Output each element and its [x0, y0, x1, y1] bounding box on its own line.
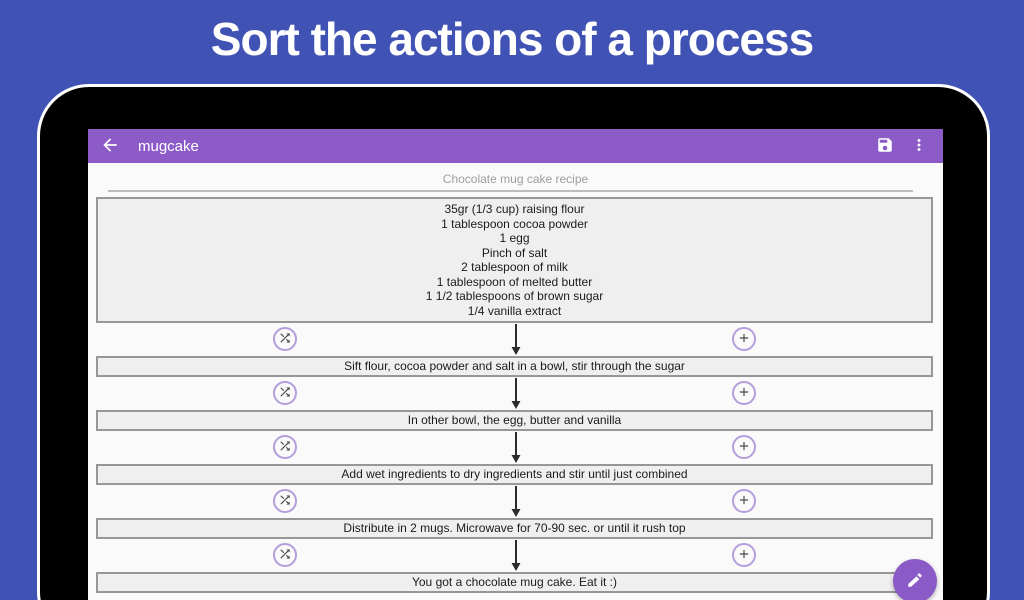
shuffle-icon	[278, 547, 292, 564]
arrow-down-icon	[509, 485, 523, 518]
save-button[interactable]	[873, 134, 897, 158]
ingredient-line: 1 tablespoon of melted butter	[436, 274, 593, 289]
ingredient-line: 35gr (1/3 cup) raising flour	[444, 202, 585, 216]
swap-steps-button[interactable]	[273, 435, 297, 459]
plus-icon	[737, 547, 751, 564]
page-title: Sort the actions of a process	[210, 13, 814, 65]
step-controls-row	[88, 431, 943, 464]
ingredient-line: 1 egg	[499, 231, 530, 245]
arrow-down-icon	[509, 323, 523, 356]
swap-steps-button[interactable]	[273, 327, 297, 351]
add-step-button[interactable]	[732, 543, 756, 567]
overflow-menu-button[interactable]	[907, 134, 931, 158]
shuffle-icon	[278, 493, 292, 510]
swap-steps-button[interactable]	[273, 489, 297, 513]
step-controls-row	[88, 485, 943, 518]
add-step-button[interactable]	[732, 381, 756, 405]
step-node[interactable]: Distribute in 2 mugs. Microwave for 70-9…	[96, 518, 933, 539]
ingredient-line: 1 1/2 tablespoons of brown sugar	[425, 289, 604, 303]
add-step-button[interactable]	[732, 327, 756, 351]
heading-divider	[108, 190, 913, 192]
plus-icon	[737, 331, 751, 348]
overflow-menu-icon	[910, 136, 928, 157]
step-node[interactable]: Add wet ingredients to dry ingredients a…	[96, 464, 933, 485]
edit-fab-button[interactable]	[893, 559, 937, 600]
ingredient-line: 1/4 vanilla extract	[467, 303, 562, 318]
process-flow: Sift flour, cocoa powder and salt in a b…	[88, 323, 943, 593]
arrow-down-icon	[509, 377, 523, 410]
shuffle-icon	[278, 331, 292, 348]
step-node[interactable]: Sift flour, cocoa powder and salt in a b…	[96, 356, 933, 377]
ingredient-line: 1 tablespoon cocoa powder	[441, 216, 588, 231]
arrow-down-icon	[509, 539, 523, 572]
app-screen: mugcake Chocolate mug cake recipe 35gr (…	[88, 129, 943, 600]
swap-steps-button[interactable]	[273, 543, 297, 567]
app-bar-title: mugcake	[138, 137, 199, 155]
step-node[interactable]: In other bowl, the egg, butter and vanil…	[96, 410, 933, 431]
step-controls-row	[88, 323, 943, 356]
plus-icon	[737, 385, 751, 402]
step-controls-row	[88, 377, 943, 410]
arrow-back-icon	[100, 135, 120, 158]
add-step-button[interactable]	[732, 435, 756, 459]
add-step-button[interactable]	[732, 489, 756, 513]
back-button[interactable]	[98, 134, 122, 158]
ingredient-line: 2 tablespoon of milk	[461, 260, 568, 274]
pencil-icon	[906, 571, 924, 592]
swap-steps-button[interactable]	[273, 381, 297, 405]
ingredients-node[interactable]: 35gr (1/3 cup) raising flour 1 tablespoo…	[96, 197, 933, 323]
shuffle-icon	[278, 439, 292, 456]
shuffle-icon	[278, 385, 292, 402]
step-node[interactable]: You got a chocolate mug cake. Eat it :)	[96, 572, 933, 593]
plus-icon	[737, 493, 751, 510]
arrow-down-icon	[509, 431, 523, 464]
step-controls-row	[88, 539, 943, 572]
app-bar: mugcake	[88, 129, 943, 163]
plus-icon	[737, 439, 751, 456]
save-icon	[876, 136, 894, 157]
ingredient-line: Pinch of salt	[481, 245, 548, 260]
recipe-title: Chocolate mug cake recipe	[442, 172, 589, 186]
